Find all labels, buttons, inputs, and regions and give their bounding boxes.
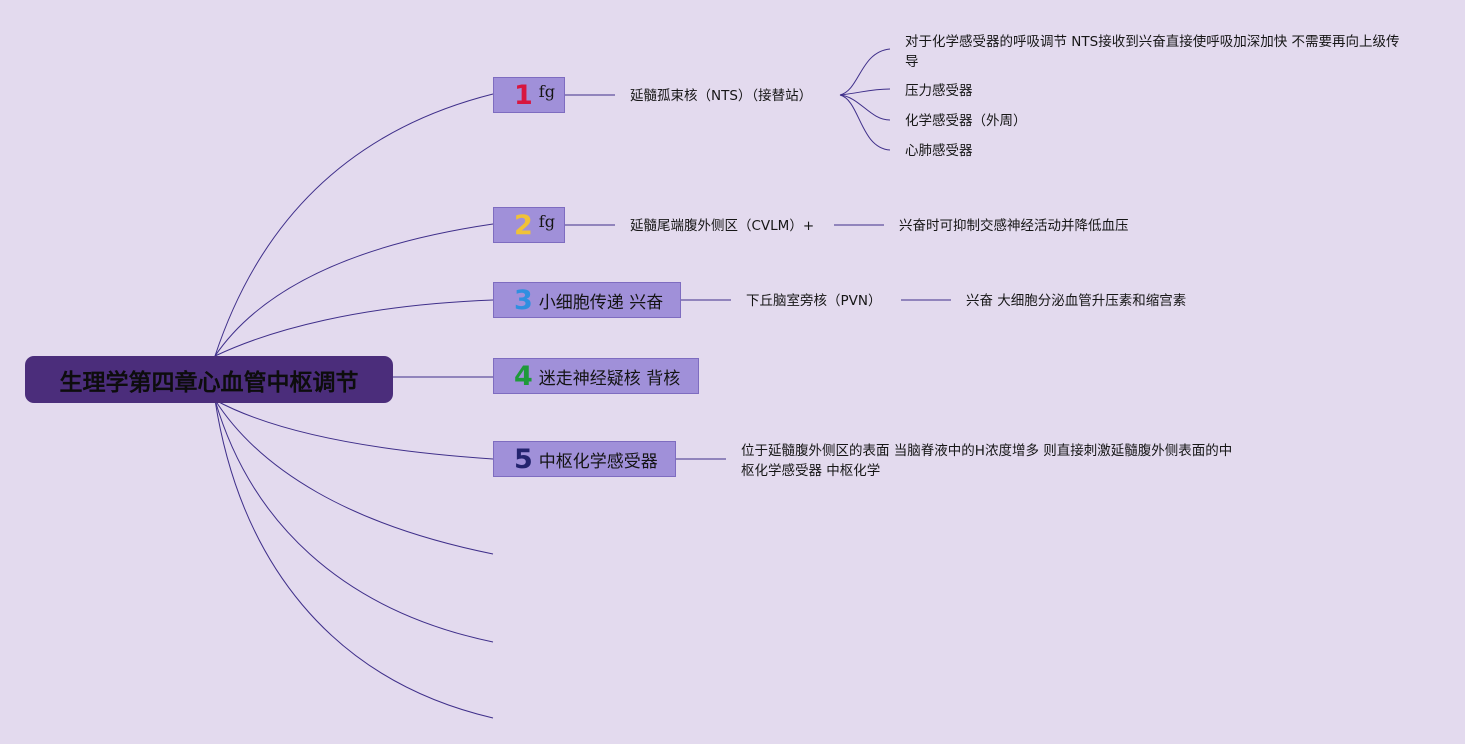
topic-number-2: 2	[514, 209, 533, 241]
sub-cvlm-effect[interactable]: 兴奋时可抑制交感神经活动并降低血压	[899, 218, 1129, 234]
sub-topic-nts[interactable]: 延髓孤束核（NTS）（接替站）	[630, 88, 813, 104]
sub-topic-cvlm[interactable]: 延髓尾端腹外侧区（CVLM）+	[630, 218, 815, 234]
topic-label-4: 迷走神经疑核 背核	[538, 368, 681, 389]
sub-nts-respiration[interactable]: 对于化学感受器的呼吸调节 NTS接收到兴奋直接使呼吸加深加快 不需要再向上级传导	[905, 34, 1400, 70]
sub-central-chemoreceptor[interactable]: 位于延髓腹外侧区的表面 当脑脊液中的H浓度增多 则直接刺激延髓腹外侧表面的中枢化…	[741, 443, 1233, 479]
root-topic[interactable]: 生理学第四章心血管中枢调节	[25, 356, 393, 403]
topic-number-4: 4	[514, 360, 533, 392]
link-nts-child-2	[839, 88, 891, 96]
topic-label-3: 小细胞传递 兴奋	[538, 292, 664, 313]
sub-nts-baroreceptor[interactable]: 压力感受器	[905, 83, 973, 99]
link-nts-child-4	[839, 94, 891, 151]
link-root-topic-5	[214, 399, 494, 460]
sub-topic-pvn[interactable]: 下丘脑室旁核（PVN）	[746, 293, 882, 309]
topic-label-2: fg	[538, 211, 555, 231]
link-root-topic-2	[214, 223, 494, 357]
topic-3[interactable]: 3 小细胞传递 兴奋	[493, 282, 681, 318]
sub-pvn-effect[interactable]: 兴奋 大细胞分泌血管升压素和缩宫素	[966, 293, 1187, 309]
link-root-empty-6	[214, 399, 494, 555]
link-root-empty-8	[214, 399, 494, 719]
link-root-topic-3	[214, 299, 494, 357]
sub-nts-chemoreceptor[interactable]: 化学感受器（外周）	[905, 113, 1027, 129]
topic-4[interactable]: 4 迷走神经疑核 背核	[493, 358, 699, 394]
link-root-empty-7	[214, 399, 494, 643]
link-root-topic-1	[214, 93, 494, 357]
topic-number-3: 3	[514, 284, 533, 316]
link-nts-child-1	[839, 48, 891, 96]
link-nts-child-3	[839, 94, 891, 121]
sub-nts-cardiopulmonary[interactable]: 心肺感受器	[905, 143, 973, 159]
topic-label-5: 中枢化学感受器	[538, 451, 658, 472]
topic-number-5: 5	[514, 443, 533, 475]
topic-2[interactable]: 2 fg	[493, 207, 565, 243]
topic-label-1: fg	[538, 81, 555, 101]
topic-number-1: 1	[514, 79, 533, 111]
topic-1[interactable]: 1 fg	[493, 77, 565, 113]
topic-5[interactable]: 5 中枢化学感受器	[493, 441, 676, 477]
